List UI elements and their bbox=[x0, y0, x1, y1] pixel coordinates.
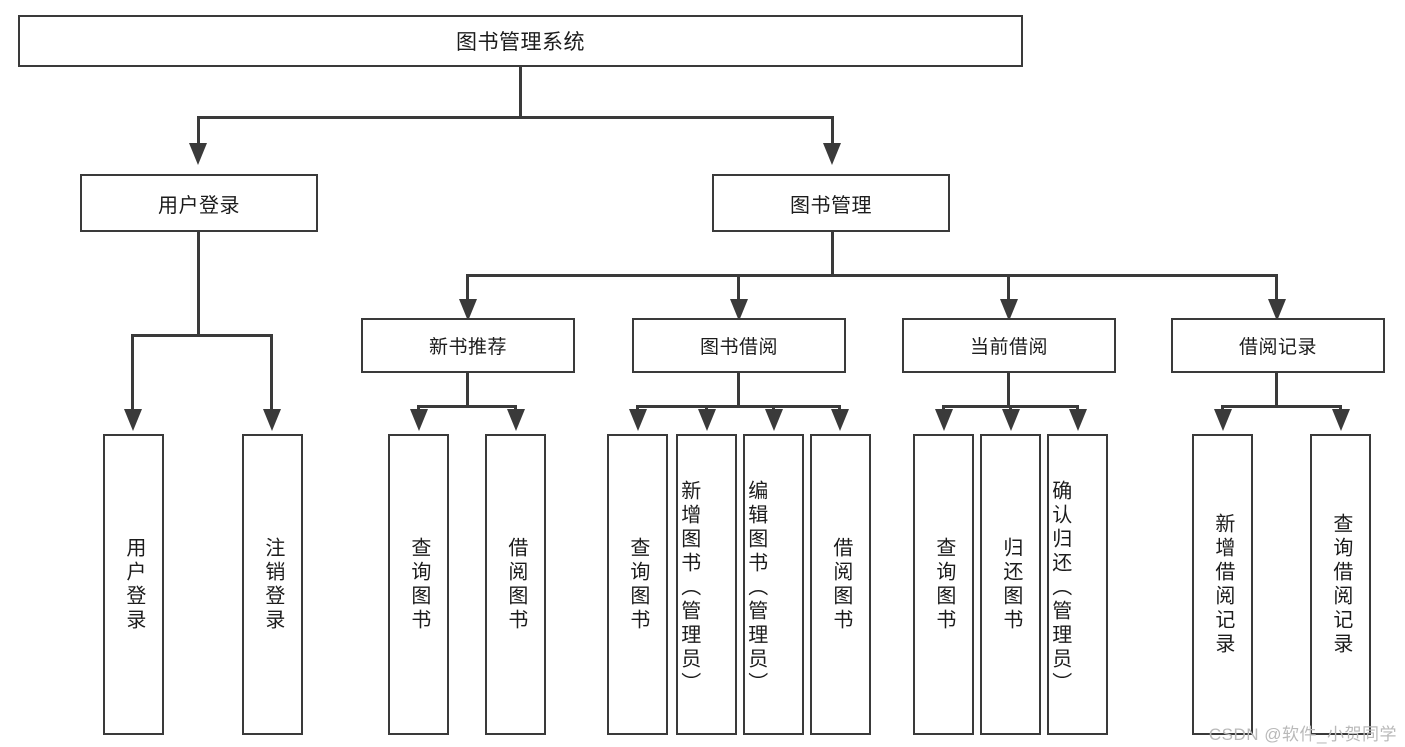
connector-book-manage-child-4 bbox=[1275, 274, 1278, 306]
connector-root-stem bbox=[519, 67, 522, 117]
arrowhead-leaf-logout bbox=[263, 409, 281, 431]
leaf-query-book-current[interactable]: 查询图书 bbox=[913, 434, 974, 735]
leaf-query-borrow-record[interactable]: 查询借阅记录 bbox=[1310, 434, 1371, 735]
node-label: 图书管理 bbox=[790, 194, 872, 217]
arrowhead-leaf-borrow-book-2 bbox=[831, 409, 849, 431]
connector-user-login-stem bbox=[197, 232, 200, 336]
arrowhead-borrow-record bbox=[1268, 299, 1286, 321]
arrowhead-leaf-add-record bbox=[1214, 409, 1232, 431]
arrowhead-leaf-query-record bbox=[1332, 409, 1350, 431]
leaf-label: 编辑图书（管理员） bbox=[744, 479, 767, 696]
arrowhead-leaf-return-book bbox=[1002, 409, 1020, 431]
connector-record-stem bbox=[1275, 373, 1278, 407]
leaf-confirm-return-admin[interactable]: 确认归还（管理员） bbox=[1047, 434, 1108, 735]
connector-record-bar bbox=[1221, 405, 1342, 408]
leaf-borrow-book[interactable]: 借阅图书 bbox=[810, 434, 871, 735]
connector-borrow-stem bbox=[737, 373, 740, 407]
arrowhead-leaf-user-login bbox=[124, 409, 142, 431]
node-label: 图书管理系统 bbox=[456, 31, 585, 54]
leaf-label: 查询图书 bbox=[932, 536, 955, 633]
arrowhead-leaf-query-book-2 bbox=[629, 409, 647, 431]
node-user-login[interactable]: 用户登录 bbox=[80, 174, 318, 232]
leaf-label: 查询图书 bbox=[626, 536, 649, 633]
leaf-label: 借阅图书 bbox=[829, 536, 852, 633]
leaf-borrow-book-recommend[interactable]: 借阅图书 bbox=[485, 434, 546, 735]
connector-root-to-user-login bbox=[197, 116, 200, 146]
node-root-system[interactable]: 图书管理系统 bbox=[18, 15, 1023, 67]
connector-recommend-bar bbox=[417, 405, 517, 408]
connector-book-manage-bar bbox=[466, 274, 1278, 277]
arrowhead-leaf-query-book-3 bbox=[935, 409, 953, 431]
connector-user-login-bar bbox=[131, 334, 273, 337]
arrowhead-leaf-edit-book bbox=[765, 409, 783, 431]
leaf-query-book-recommend[interactable]: 查询图书 bbox=[388, 434, 449, 735]
arrowhead-leaf-borrow-book-1 bbox=[507, 409, 525, 431]
arrowhead-leaf-add-book bbox=[698, 409, 716, 431]
connector-book-manage-child-2 bbox=[737, 274, 740, 306]
connector-user-login-child-1 bbox=[131, 334, 134, 412]
connector-root-to-book-manage bbox=[831, 116, 834, 146]
watermark-label: CSDN @软件_小贺同学 bbox=[1208, 725, 1397, 744]
connector-recommend-stem bbox=[466, 373, 469, 407]
leaf-add-book-admin[interactable]: 新增图书（管理员） bbox=[676, 434, 737, 735]
node-current-borrow[interactable]: 当前借阅 bbox=[902, 318, 1116, 373]
connector-user-login-child-2 bbox=[270, 334, 273, 412]
connector-borrow-bar bbox=[636, 405, 841, 408]
leaf-edit-book-admin[interactable]: 编辑图书（管理员） bbox=[743, 434, 804, 735]
arrowhead-book-borrow bbox=[730, 299, 748, 321]
connector-book-manage-stem bbox=[831, 232, 834, 276]
leaf-label: 新增图书（管理员） bbox=[677, 479, 700, 696]
connector-book-manage-child-1 bbox=[466, 274, 469, 306]
arrowhead-new-book-recommend bbox=[459, 299, 477, 321]
arrowhead-user-login bbox=[189, 143, 207, 165]
leaf-label: 注销登录 bbox=[261, 536, 284, 633]
leaf-label: 确认归还（管理员） bbox=[1048, 479, 1071, 696]
node-new-book-recommend[interactable]: 新书推荐 bbox=[361, 318, 575, 373]
node-label: 借阅记录 bbox=[1238, 337, 1317, 358]
leaf-user-login[interactable]: 用户登录 bbox=[103, 434, 164, 735]
arrowhead-leaf-confirm-return bbox=[1069, 409, 1087, 431]
arrowhead-book-manage bbox=[823, 143, 841, 165]
node-label: 新书推荐 bbox=[428, 337, 507, 358]
node-borrow-record[interactable]: 借阅记录 bbox=[1171, 318, 1385, 373]
connector-root-bar bbox=[197, 116, 834, 119]
leaf-label: 查询图书 bbox=[407, 536, 430, 633]
node-label: 用户登录 bbox=[158, 194, 240, 217]
leaf-add-borrow-record[interactable]: 新增借阅记录 bbox=[1192, 434, 1253, 735]
leaf-label: 查询借阅记录 bbox=[1329, 512, 1352, 657]
connector-current-stem bbox=[1007, 373, 1010, 407]
arrowhead-current-borrow bbox=[1000, 299, 1018, 321]
node-book-management[interactable]: 图书管理 bbox=[712, 174, 950, 232]
leaf-return-book[interactable]: 归还图书 bbox=[980, 434, 1041, 735]
node-book-borrow[interactable]: 图书借阅 bbox=[632, 318, 846, 373]
leaf-label: 新增借阅记录 bbox=[1211, 512, 1234, 657]
node-label: 图书借阅 bbox=[699, 337, 778, 358]
connector-book-manage-child-3 bbox=[1007, 274, 1010, 306]
leaf-label: 借阅图书 bbox=[504, 536, 527, 633]
leaf-label: 归还图书 bbox=[999, 536, 1022, 633]
node-label: 当前借阅 bbox=[969, 337, 1048, 358]
leaf-logout[interactable]: 注销登录 bbox=[242, 434, 303, 735]
arrowhead-leaf-query-book-1 bbox=[410, 409, 428, 431]
leaf-query-book-borrow[interactable]: 查询图书 bbox=[607, 434, 668, 735]
leaf-label: 用户登录 bbox=[122, 536, 145, 633]
